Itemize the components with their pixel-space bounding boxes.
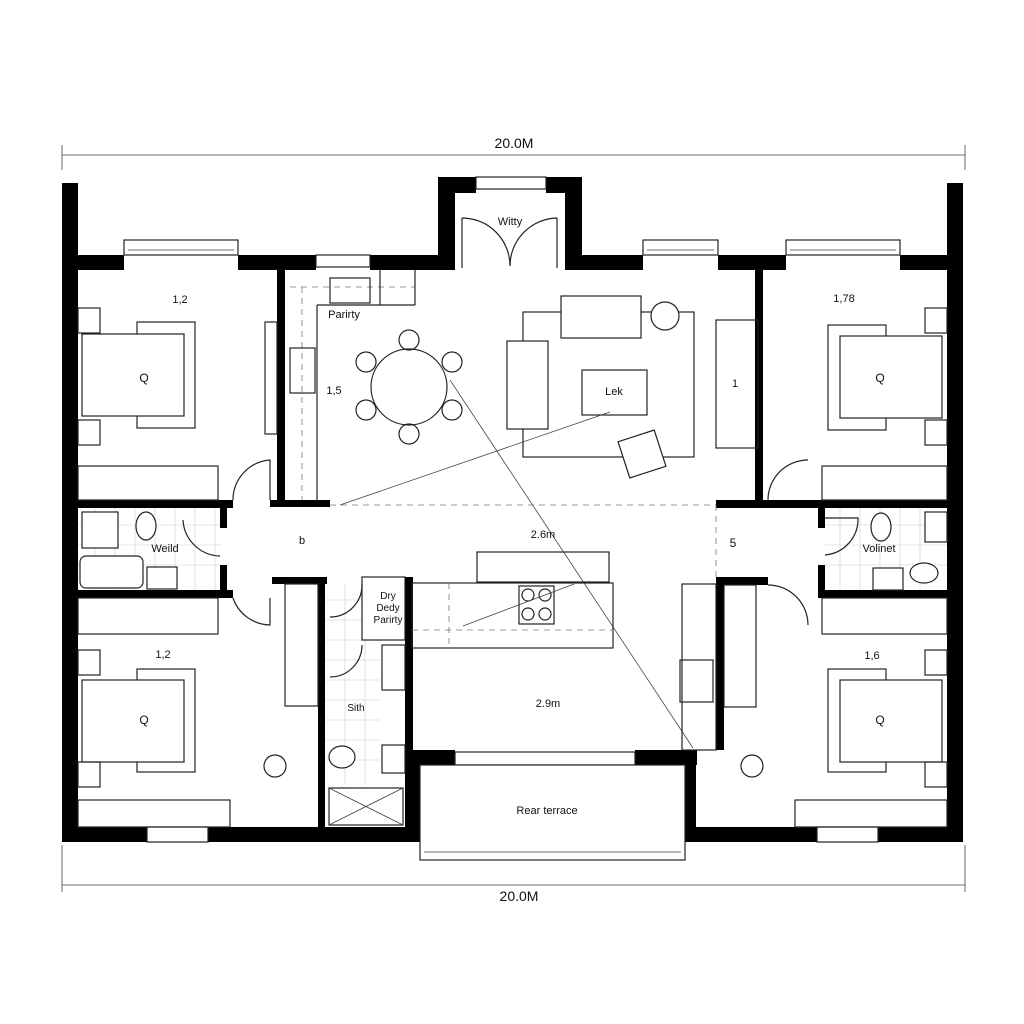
dining-table xyxy=(355,329,463,445)
bathroom-left: Weild xyxy=(79,511,221,590)
bed-icon xyxy=(81,333,185,417)
pantry-area: Parirty 1,5 xyxy=(289,270,463,500)
sink-icon xyxy=(872,567,904,591)
toilet-icon xyxy=(909,562,939,584)
hall-right-label: 5 xyxy=(730,536,737,550)
toilet-icon xyxy=(135,511,157,541)
top-dimension-label: 20.0M xyxy=(495,135,534,151)
rear-terrace: Rear terrace xyxy=(419,764,686,861)
desk xyxy=(77,799,231,828)
kitchen-area: b 5 2.6m 2.9m xyxy=(299,504,737,751)
living-table-label: Lek xyxy=(605,386,623,398)
bed-label: Q xyxy=(139,371,148,385)
bedroom-bottom-left: 1,2 Q xyxy=(77,583,319,828)
walls xyxy=(62,177,963,842)
cooktop-icon xyxy=(518,585,555,625)
bed-label: Q xyxy=(875,371,884,385)
bed-icon xyxy=(839,679,943,763)
dry-pantry-label: Parirty xyxy=(374,615,403,626)
dining-dimension: 1,5 xyxy=(326,385,341,397)
bed-label: Q xyxy=(875,713,884,727)
living-area: Lek 1 xyxy=(339,295,759,749)
windows xyxy=(123,176,901,843)
bottom-dimension-line: 20.0M xyxy=(61,845,966,904)
sink-icon xyxy=(146,566,178,590)
bedroom-top-left: 1,2 Q xyxy=(77,294,278,501)
bathroom-tiles xyxy=(78,508,947,785)
stove-icon xyxy=(289,347,316,394)
bath-right-label: Volinet xyxy=(862,543,895,555)
bedroom-bottom-right: 1,6 Q xyxy=(723,584,948,828)
chair-icon xyxy=(263,754,287,778)
room-dimension: 1,2 xyxy=(172,294,187,306)
toilet-icon xyxy=(870,512,892,542)
room-dimension: 1,2 xyxy=(155,649,170,661)
living-door-mark: 1 xyxy=(732,378,738,390)
entry-doors[interactable]: Witty xyxy=(461,216,558,268)
sofa-icon xyxy=(560,295,642,339)
dry-pantry-label: Dry xyxy=(380,591,396,602)
lamp-icon xyxy=(650,301,680,331)
bed-icon xyxy=(81,679,185,763)
kitchen-dimension-bottom: 2.9m xyxy=(536,698,560,710)
sink-icon xyxy=(81,511,119,549)
sink-icon xyxy=(381,744,406,774)
coffee-table xyxy=(581,369,648,416)
closet xyxy=(723,584,757,708)
sink-icon xyxy=(381,644,406,691)
dry-pantry-label: Dedy xyxy=(376,603,399,614)
island-counter xyxy=(476,551,610,583)
closet xyxy=(821,597,948,635)
bed-icon xyxy=(839,335,943,419)
chair-icon xyxy=(740,754,764,778)
sink-icon xyxy=(924,511,948,543)
kitchen-dimension-top: 2.6m xyxy=(531,529,555,541)
bath-center-label: Sith xyxy=(347,703,364,714)
top-dimension-line: 20.0M xyxy=(61,135,966,170)
bathroom-right: Volinet xyxy=(824,511,948,591)
bed-label: Q xyxy=(139,713,148,727)
dry-pantry xyxy=(361,576,406,641)
terrace-label: Rear terrace xyxy=(516,805,577,817)
hall-left-label: b xyxy=(299,535,305,547)
sofa-icon xyxy=(506,340,549,430)
room-dimension: 1,6 xyxy=(864,650,879,662)
bath-left-label: Weild xyxy=(151,543,178,555)
closet xyxy=(284,583,319,707)
shower-icon xyxy=(328,787,404,826)
bathroom-center: Dry Dedy Parirty Sith xyxy=(328,576,406,826)
desk xyxy=(794,799,948,828)
closet xyxy=(77,597,219,635)
sink-icon xyxy=(329,277,371,304)
bottom-dimension-label: 20.0M xyxy=(500,888,539,904)
closet xyxy=(77,465,219,501)
closet xyxy=(821,465,948,501)
side-counter xyxy=(681,583,717,751)
bedroom-top-right: 1,78 Q xyxy=(767,293,948,501)
entry-label: Witty xyxy=(498,216,523,228)
toilet-icon xyxy=(328,745,356,769)
kitchen-counter xyxy=(411,582,614,649)
pantry-label: Parirty xyxy=(328,309,360,321)
room-dimension: 1,78 xyxy=(833,293,854,305)
bathtub-icon xyxy=(79,555,144,589)
sink-icon xyxy=(679,659,714,703)
armchair-icon xyxy=(617,429,667,479)
wardrobe xyxy=(715,319,759,449)
